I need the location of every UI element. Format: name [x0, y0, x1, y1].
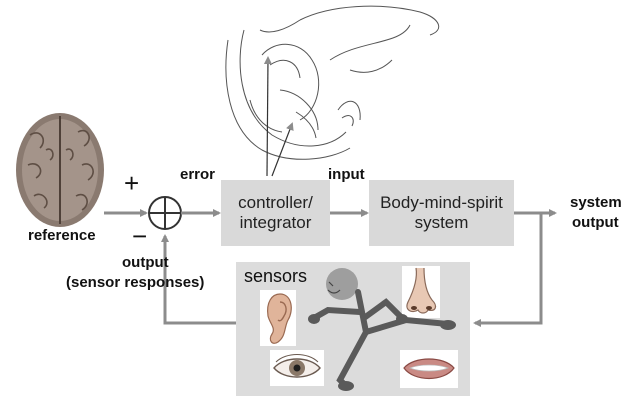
input-label: input	[328, 166, 365, 183]
error-label: error	[180, 166, 215, 183]
reference-label: reference	[28, 227, 96, 244]
brain-top-view-icon	[16, 113, 104, 227]
feedback-output-label-1: output	[122, 254, 169, 272]
system-output-label-2: output	[572, 214, 619, 232]
controller-block-line2: integrator	[240, 213, 312, 232]
sensors-panel: sensors	[236, 262, 470, 396]
system-block-line2: system	[415, 213, 469, 232]
feedback-output-label-2: (sensor responses)	[66, 274, 204, 292]
controller-block-line1: controller/	[238, 193, 313, 212]
summing-junction-icon	[149, 197, 181, 229]
running-figure-icon	[236, 262, 470, 396]
minus-sign: −	[132, 223, 147, 249]
system-output-label-1: system	[570, 194, 622, 212]
plus-sign: +	[124, 170, 139, 196]
system-block-line1: Body-mind-spirit	[380, 193, 503, 212]
head-brain-sagittal-icon	[226, 6, 439, 159]
pointer-to-brain	[267, 58, 268, 176]
controller-integrator-block: controller/integrator	[221, 180, 330, 246]
